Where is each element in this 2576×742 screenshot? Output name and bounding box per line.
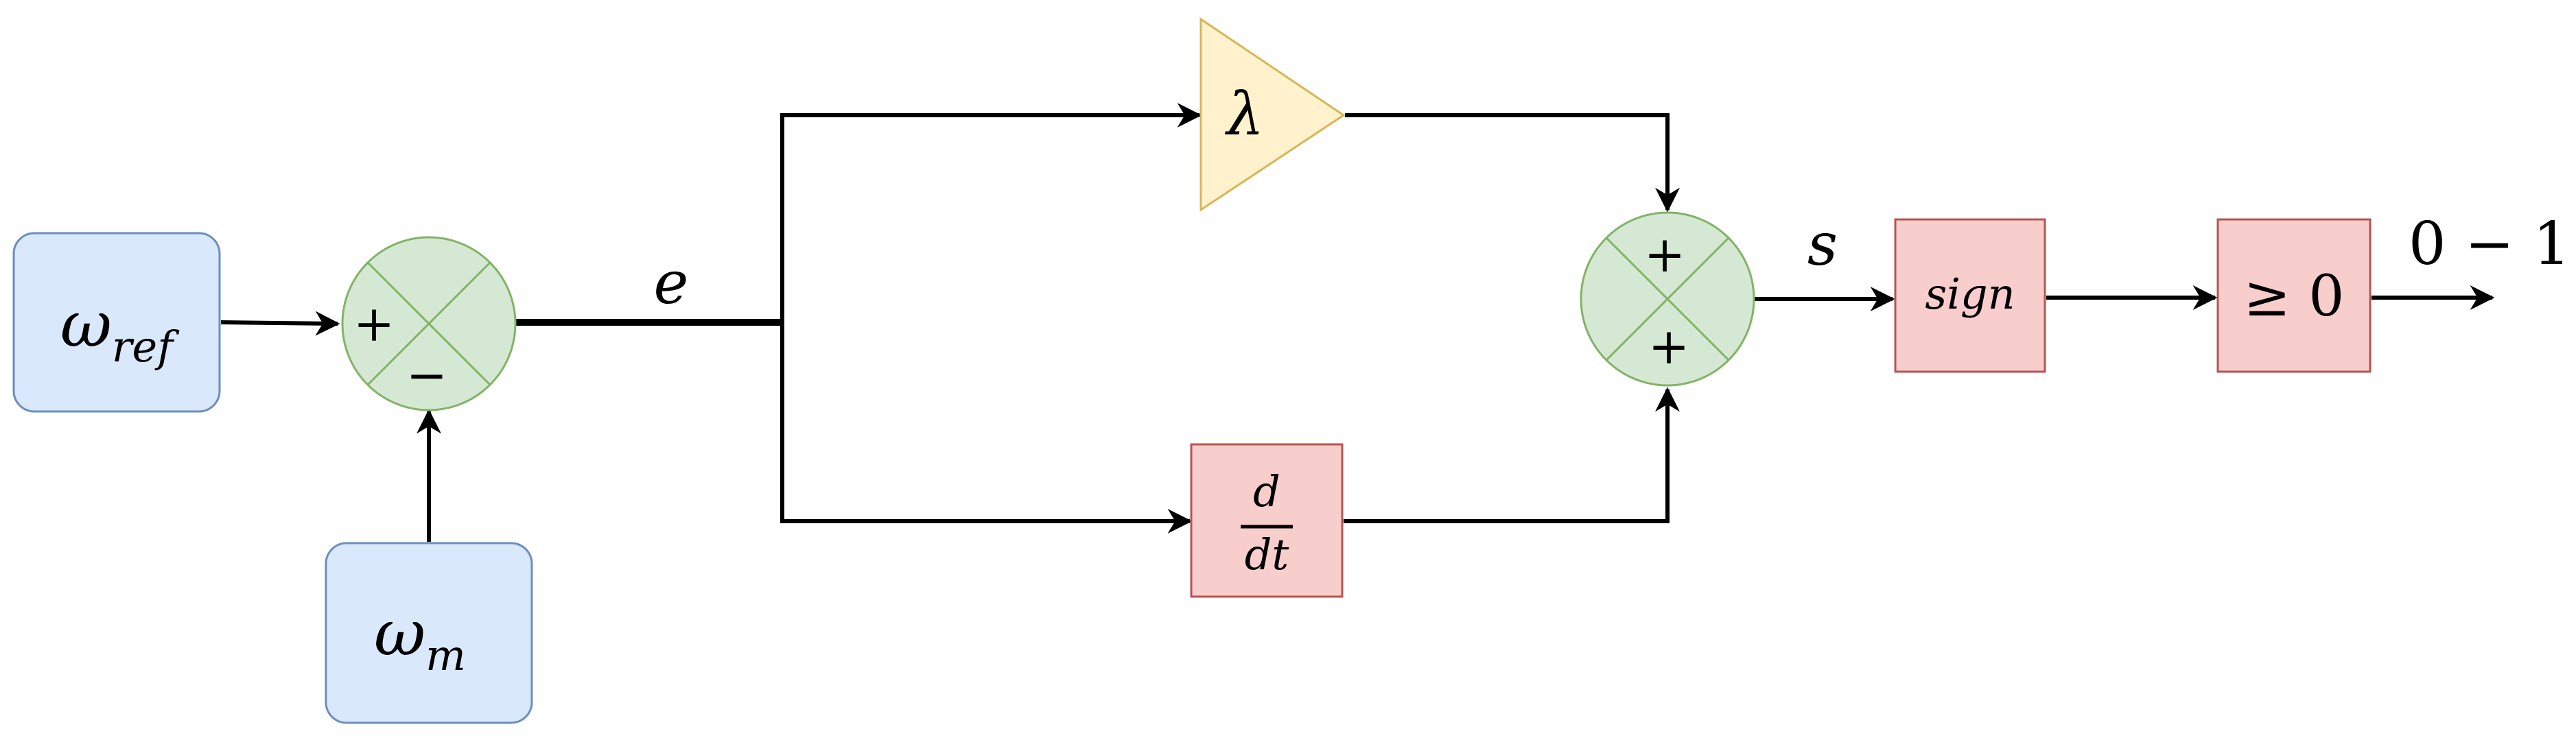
measured-speed-block: ωm xyxy=(325,542,533,724)
wire-derivative-to-sum2 xyxy=(1344,387,1680,523)
sum2-top-plus-sign: + xyxy=(1644,226,1685,283)
derivative-block: d dt xyxy=(1190,443,1344,598)
sign-function-label: sign xyxy=(1925,269,2015,319)
sum1-plus-sign: + xyxy=(353,295,395,352)
error-signal-label: e xyxy=(654,249,689,318)
sum1-minus-sign: − xyxy=(406,346,447,404)
measured-speed-label: ωm xyxy=(374,597,466,680)
summing-junction-error: + − xyxy=(341,236,517,411)
threshold-block: ≥ 0 xyxy=(2216,218,2372,373)
reference-speed-label: ωref xyxy=(60,288,180,372)
wire-gain-to-sum2 xyxy=(1345,113,1680,213)
reference-speed-block: ωref xyxy=(12,232,221,413)
wire-error-to-derivative xyxy=(780,321,1193,534)
output-range-label: 0 − 1 xyxy=(2409,210,2571,278)
sign-function-block: sign xyxy=(1894,218,2046,373)
wire-error-to-gain xyxy=(780,103,1202,324)
sliding-surface-label: s xyxy=(1807,211,1838,279)
threshold-label: ≥ 0 xyxy=(2244,264,2345,329)
gain-lambda-block: λ xyxy=(1199,17,1346,212)
measured-speed-subscript: m xyxy=(425,630,466,680)
wire-ref-to-sum1 xyxy=(220,311,340,336)
reference-speed-subscript: ref xyxy=(112,322,180,372)
summing-junction-sliding: + + xyxy=(1580,211,1755,387)
derivative-denominator: dt xyxy=(1245,529,1289,579)
derivative-numerator: d xyxy=(1253,466,1280,516)
gain-lambda-label: λ xyxy=(1225,80,1265,149)
sum2-bottom-plus-sign: + xyxy=(1648,318,1689,375)
